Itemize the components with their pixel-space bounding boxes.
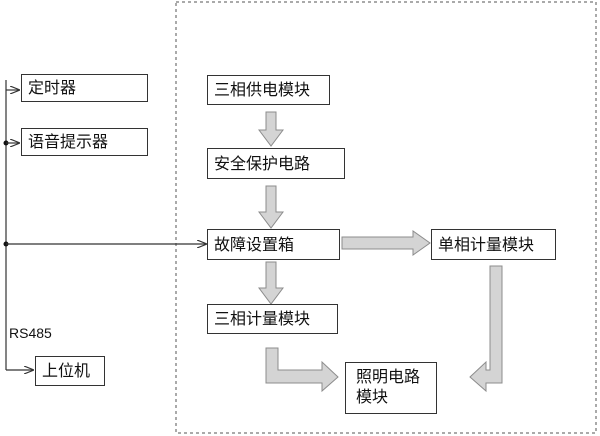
arrow-single-phase-metering-to-lighting (469, 265, 503, 393)
arrow-fault-box-to-three-phase-metering (258, 261, 284, 305)
three-phase-supply-box: 三相供电模块 (207, 75, 330, 105)
timer-box: 定时器 (21, 74, 148, 102)
lighting-circuit-box: 照明电路 模块 (345, 362, 437, 414)
safety-protection-box: 安全保护电路 (207, 148, 345, 179)
rs485-label: RS485 (9, 325, 52, 341)
voice-prompter-box: 语音提示器 (21, 128, 148, 156)
host-computer-box: 上位机 (35, 356, 105, 386)
three-phase-metering-box: 三相计量模块 (207, 304, 338, 334)
arrow-three-phase-metering-to-lighting (265, 347, 339, 393)
arrow-supply-to-safety (258, 111, 284, 147)
arrow-fault-box-to-single-phase-metering (341, 230, 431, 256)
fault-setting-box: 故障设置箱 (207, 229, 340, 260)
arrow-safety-to-fault-box (258, 185, 284, 229)
single-phase-metering-box: 单相计量模块 (431, 229, 556, 260)
system-boundary (175, 1, 597, 434)
